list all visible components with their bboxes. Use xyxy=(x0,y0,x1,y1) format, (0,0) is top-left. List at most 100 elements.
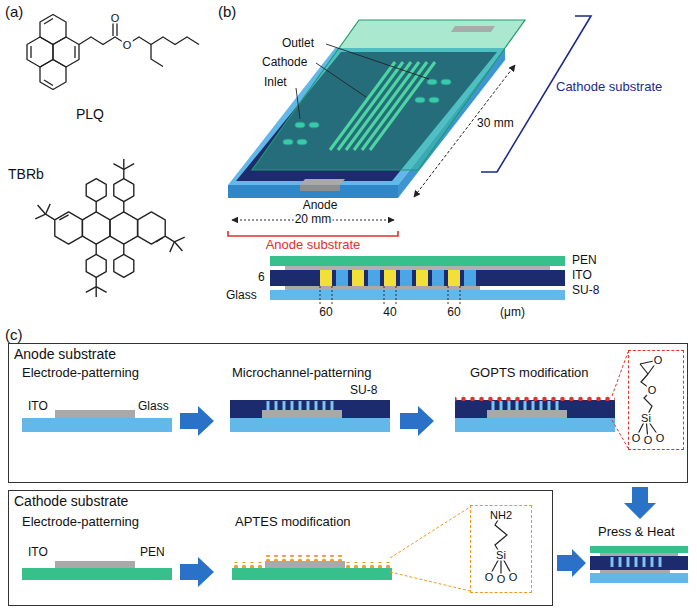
plq-structure-part xyxy=(79,37,199,45)
device-cross-section-part-part xyxy=(332,286,333,305)
panel-heading: Cathode substrate xyxy=(14,493,128,509)
device-perspective-part-part xyxy=(316,63,366,97)
cathode-process-illustration-part-part xyxy=(627,557,630,567)
anode-process-illustration-part xyxy=(400,406,434,436)
device-perspective-part xyxy=(300,185,340,191)
layer-label: Glass xyxy=(226,289,257,303)
device-perspective-part xyxy=(228,231,398,236)
compound-name: PLQ xyxy=(76,106,104,122)
anode-process-illustration-part-part xyxy=(291,401,294,410)
device-perspective-part xyxy=(296,44,429,119)
atom-label: NH2 xyxy=(489,510,513,521)
tbrb-structure-part xyxy=(165,236,174,242)
cathode-process-illustration-part-part xyxy=(635,557,638,567)
tbrb-structure-part xyxy=(124,164,134,170)
anode-process-illustration-part-part xyxy=(315,401,318,410)
plq-structure-part xyxy=(40,60,66,90)
layer-label: ITO xyxy=(28,546,48,560)
atom-label: O xyxy=(643,435,654,446)
atom-label: O xyxy=(122,39,133,50)
tbrb-structure-part xyxy=(170,242,175,252)
plq-structure-part xyxy=(44,80,53,86)
cathode-process-illustration-part xyxy=(22,568,172,580)
atom-label: O xyxy=(484,572,495,583)
anode-process-illustration-part-part xyxy=(500,401,503,410)
cathode-process-illustration-part-part xyxy=(611,557,614,567)
device-cross-section-part xyxy=(320,270,332,286)
cathode-process-illustration-part xyxy=(232,568,392,580)
tbrb-structure xyxy=(35,159,185,297)
plq-structure-part xyxy=(74,46,75,58)
device-cross-section-part-part xyxy=(448,286,449,305)
layer-label: Glass xyxy=(138,400,169,414)
layer-label: ITO xyxy=(572,269,592,283)
tbrb-structure-part xyxy=(123,169,124,178)
device-perspective-part xyxy=(252,20,525,170)
plq-structure-part xyxy=(40,15,66,45)
tbrb-structure-part xyxy=(86,254,106,277)
anode-process-illustration-part-part xyxy=(323,401,326,410)
device-cross-section-part xyxy=(285,266,550,270)
panel-heading: Anode substrate xyxy=(14,346,116,362)
tbrb-structure-part xyxy=(96,202,97,212)
tbrb-structure-part xyxy=(55,212,83,244)
atom-label: Si xyxy=(495,550,507,561)
device-cross-section xyxy=(270,256,565,305)
device-cross-section-part xyxy=(352,270,364,286)
anode-process-illustration-part xyxy=(487,410,567,418)
step-label: Electrode-patterning xyxy=(22,366,139,381)
plq-structure-part xyxy=(116,22,117,36)
process-panel: Anode substrateOOSiOOO xyxy=(8,343,688,483)
cathode-process-illustration-part xyxy=(345,562,392,568)
cathode-process-illustration-part xyxy=(489,515,513,579)
anode-process-illustration-part xyxy=(230,400,390,418)
anode-process-illustration-part-part xyxy=(275,401,278,410)
step-label: Electrode-patterning xyxy=(22,515,139,530)
device-perspective-part xyxy=(451,26,495,32)
step-label: GOPTS modification xyxy=(470,366,589,381)
device-cross-section-part xyxy=(320,286,460,305)
tbrb-structure-part xyxy=(96,287,106,293)
tbrb-structure-part xyxy=(123,244,124,254)
tbrb-structure-part xyxy=(59,215,68,220)
cathode-process-illustration-part xyxy=(590,546,688,553)
device-perspective-part-part xyxy=(326,44,429,79)
cathode-process-illustration-part-part xyxy=(643,557,646,567)
tbrb-structure-part xyxy=(123,202,124,212)
anode-process-illustration-part xyxy=(230,418,390,432)
cathode-process-illustration-part xyxy=(590,573,688,583)
panel-letter: (b) xyxy=(218,3,236,20)
tbrb-structure-part xyxy=(174,242,182,251)
device-cross-section-part xyxy=(464,270,476,286)
anode-process-illustration-part-part xyxy=(556,401,559,410)
cathode-process-illustration-part xyxy=(180,557,214,587)
tbrb-structure-part xyxy=(114,179,134,202)
tbrb-structure-part xyxy=(38,205,46,214)
tbrb-structure-part xyxy=(86,179,106,202)
device-cross-section-part xyxy=(270,256,565,266)
tbrb-structure-part xyxy=(156,238,163,242)
anode-process-illustration-part-part xyxy=(283,401,286,410)
anode-process-illustration-part xyxy=(612,352,628,448)
anode-process-illustration-part xyxy=(455,395,615,401)
atom-label: O xyxy=(655,433,666,444)
atom-label: Si xyxy=(640,413,652,424)
plq-structure xyxy=(27,15,199,90)
cathode-process-illustration-part xyxy=(557,549,586,577)
cathode-process-illustration-part xyxy=(232,562,265,568)
cathode-process-illustration-part-part xyxy=(651,557,654,567)
tbrb-structure-part xyxy=(113,164,123,170)
atom-label: O xyxy=(110,13,121,24)
layer-label: PEN xyxy=(140,546,165,560)
device-cross-section-part-part xyxy=(460,286,461,305)
anode-process-illustration-part xyxy=(493,401,557,410)
molecule-inset: NH2SiOOO xyxy=(470,505,532,593)
device-cross-section-part-part xyxy=(320,286,321,305)
anode-process-illustration-part-part xyxy=(331,401,334,410)
plq-structure-part xyxy=(151,45,163,67)
dimension-label: 60 xyxy=(447,306,460,320)
cathode-process-illustration-part xyxy=(265,561,345,568)
cathode-process-illustration-part xyxy=(55,561,135,568)
step-label: APTES modification xyxy=(235,515,351,530)
